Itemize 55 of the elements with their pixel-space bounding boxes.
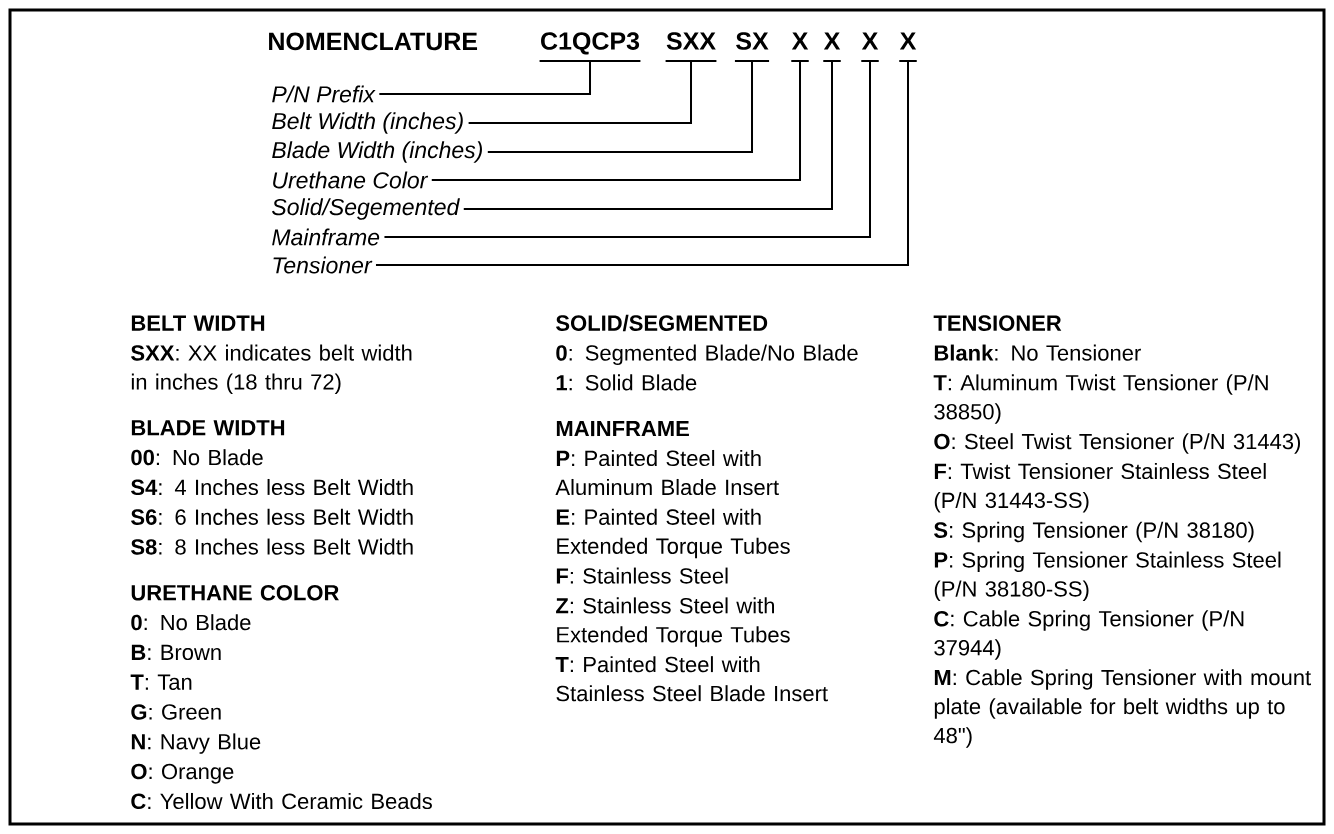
code-description: F: Twist Tensioner Stainless Steel (P/N 31443-SS) xyxy=(934,462,1266,513)
code-description: B: Brown xyxy=(131,644,221,661)
code-description: 1: Solid Blade xyxy=(556,374,697,391)
field-label: Tensioner xyxy=(273,256,373,274)
code-description: S: Spring Tensioner (P/N 38180) xyxy=(934,521,1254,543)
section-heading: BLADE WIDTH xyxy=(131,420,285,436)
code-description: Blank: No Tensioner xyxy=(934,344,1141,361)
code-description: F: Stainless Steel xyxy=(556,567,728,584)
section-heading: TENSIONER xyxy=(933,315,1062,331)
code-description: T: Tan xyxy=(130,674,192,690)
code-description: C: Cable Spring Tensioner (P/N 37944) xyxy=(934,610,1244,660)
code-segment: X xyxy=(822,32,842,62)
code-description: S6: 6 Inches less Belt Width xyxy=(131,508,413,525)
leader-line xyxy=(462,60,833,210)
code-description: S4: 4 Inches less Belt Width xyxy=(131,478,413,496)
code-description: P: Painted Steel with Aluminum Blade Insert xyxy=(555,449,779,496)
section-heading: URETHANE COLOR xyxy=(131,584,339,601)
code-description: Z: Stainless Steel with Extended Torque Tubes xyxy=(556,597,790,647)
field-label: Solid/Segemented xyxy=(272,198,460,220)
code-segment: X xyxy=(898,32,918,62)
code-segment: X xyxy=(860,32,880,62)
leader-line xyxy=(374,60,909,266)
code-segment: X xyxy=(790,32,810,62)
heading: NOMENCLATURE xyxy=(269,32,478,51)
code-segment: SX xyxy=(733,32,771,62)
leader-line xyxy=(486,60,753,153)
section-heading: SOLID/SEGMENTED xyxy=(556,314,768,332)
code-description: M: Cable Spring Tensioner with mount plate (available for belt widths up to 48") xyxy=(933,669,1311,748)
code-description: 00: No Blade xyxy=(131,449,263,466)
field-label: Belt Width (inches) xyxy=(272,112,463,134)
leader-line xyxy=(430,60,801,181)
leader-line xyxy=(383,60,871,238)
code-description: O: Orange xyxy=(131,763,234,784)
leader-line xyxy=(378,60,591,95)
code-description: C: Yellow With Ceramic Beads xyxy=(131,792,432,810)
leader-line xyxy=(467,60,692,124)
code-segment: C1QCP3 xyxy=(538,32,642,62)
field-label: Mainframe xyxy=(272,228,380,246)
code-description: P: Spring Tensioner Stainless Steel (P/N 38180-SS) xyxy=(934,551,1281,602)
field-label: P/N Prefix xyxy=(272,85,376,103)
code-description: G: Green xyxy=(131,704,221,720)
code-description: T: Aluminum Twist Tensioner (P/N 38850) xyxy=(933,374,1268,424)
code-description: E: Painted Steel with Extended Torque Tubes xyxy=(556,508,790,559)
code-description: 0: No Blade xyxy=(131,614,251,631)
code-description: N: Navy Blue xyxy=(131,733,261,754)
code-description: T: Painted Steel with Stainless Steel Blade Insert xyxy=(555,656,828,702)
code-description: 0: Segmented Blade/No Blade xyxy=(556,344,858,366)
field-label: Blade Width (inches) xyxy=(272,141,482,163)
code-description: O: Steel Twist Tensioner (P/N 31443) xyxy=(934,433,1300,454)
code-description: S8: 8 Inches less Belt Width xyxy=(131,538,413,555)
code-segment: SXX xyxy=(664,32,718,62)
field-label: Urethane Color xyxy=(273,171,429,189)
section-heading: BELT WIDTH xyxy=(131,315,265,331)
code-description: SXX: XX indicates belt width in inches (18 thru 72) xyxy=(131,344,412,395)
section-heading: MAINFRAME xyxy=(556,421,689,437)
